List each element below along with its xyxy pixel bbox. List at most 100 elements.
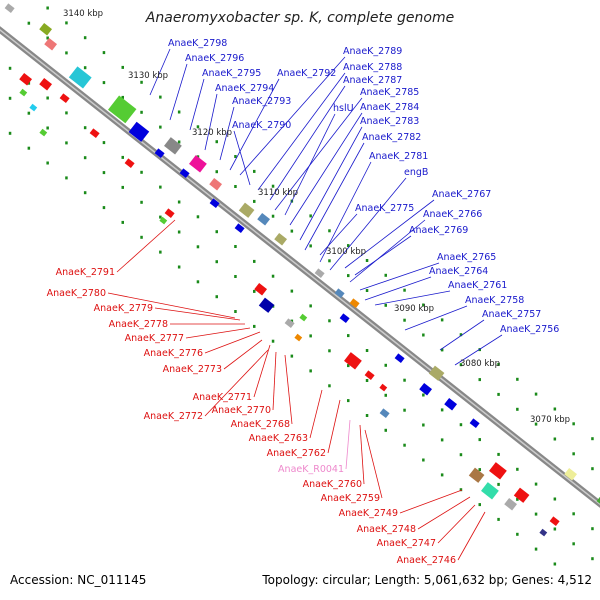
tick-dot — [234, 310, 237, 313]
tick-dot — [365, 289, 369, 292]
tick-dot — [121, 185, 124, 189]
gene-feature — [379, 408, 390, 419]
leader-line — [233, 130, 251, 186]
gene-feature — [274, 232, 288, 246]
gene-feature — [44, 37, 58, 51]
tick-dot — [497, 392, 500, 396]
gene-label-anaek-2762: AnaeK_2762 — [267, 448, 326, 459]
gene-feature — [284, 318, 295, 329]
tick-dot — [403, 443, 406, 447]
gene-feature — [481, 482, 499, 500]
tick-dot — [422, 458, 425, 462]
leader-line — [457, 511, 486, 561]
tick-dot — [403, 318, 406, 322]
scale-tick-label: 3140 kbp — [63, 9, 103, 19]
tick-dot — [553, 562, 557, 566]
tick-dot — [102, 81, 106, 85]
tick-dot — [8, 131, 12, 135]
tick-dot — [102, 51, 106, 55]
leader-line — [417, 496, 471, 530]
tick-dot — [253, 199, 256, 203]
gene-feature — [254, 282, 268, 296]
gene-labels: AnaeK_2798AnaeK_2796AnaeK_2795AnaeK_2794… — [47, 38, 560, 566]
tick-dot — [27, 81, 31, 85]
leader-line — [309, 389, 323, 439]
tick-dot — [234, 185, 237, 188]
tick-dot — [27, 111, 31, 115]
tick-dot — [422, 333, 425, 337]
tick-dot — [102, 141, 106, 145]
tick-dot — [46, 161, 49, 165]
tick-dot — [253, 324, 256, 328]
leader-line — [364, 429, 383, 499]
tick-dot — [83, 156, 87, 160]
tick-dot — [215, 295, 218, 299]
leader-line — [344, 199, 435, 269]
gene-feature — [68, 66, 92, 89]
gene-label-anaek-2794: AnaeK_2794 — [215, 83, 274, 94]
gene-label-anaek-2777: AnaeK_2777 — [125, 333, 184, 344]
leader-line — [439, 319, 485, 351]
tick-dot — [46, 36, 49, 40]
tick-dot — [497, 482, 500, 486]
gene-feature — [39, 77, 53, 91]
tick-dot — [591, 557, 594, 561]
gene-feature — [39, 22, 53, 36]
leader-line — [359, 262, 440, 291]
tick-dot — [46, 96, 49, 100]
leader-line — [229, 78, 280, 171]
gene-feature — [344, 352, 362, 370]
tick-dot — [121, 95, 124, 99]
scale-tick-label: 3070 kbp — [530, 415, 570, 425]
leader-line — [289, 112, 363, 226]
tick-dot — [422, 303, 425, 307]
gene-feature — [124, 158, 135, 169]
leader-line — [329, 177, 407, 271]
gene-feature — [108, 95, 137, 124]
gene-feature — [19, 72, 33, 86]
tick-dot — [309, 244, 312, 248]
tick-dot — [516, 407, 519, 411]
leader-line — [272, 351, 277, 411]
scale-tick-label: 3090 kbp — [394, 304, 434, 314]
tick-dot — [534, 547, 538, 551]
gene-label-anaek-2764: AnaeK_2764 — [429, 266, 488, 277]
tick-dot — [234, 155, 237, 158]
tick-dot — [234, 245, 237, 248]
tick-dot — [309, 214, 312, 218]
tick-dot — [290, 354, 294, 358]
leader-line — [204, 93, 218, 151]
tick-dot — [196, 280, 200, 284]
tick-dot — [478, 378, 481, 382]
tick-dot — [440, 473, 444, 477]
leader-line — [327, 399, 341, 454]
gene-feature — [179, 168, 190, 179]
gene-feature — [379, 383, 388, 392]
gene-feature — [504, 497, 518, 511]
leader-line — [364, 276, 432, 301]
tick-dot — [46, 126, 49, 130]
tick-dot — [271, 184, 275, 188]
gene-label-anaek-2760: AnaeK_2760 — [303, 479, 362, 490]
tick-dot — [102, 171, 106, 175]
tick-dot — [591, 527, 594, 531]
gene-label-anaek-2771: AnaeK_2771 — [193, 392, 252, 403]
tick-dot — [27, 146, 31, 150]
tick-dot — [121, 65, 124, 69]
tick-dot — [196, 245, 200, 249]
leader-line — [204, 349, 269, 417]
gene-feature — [257, 212, 271, 226]
tick-dot — [553, 497, 557, 501]
tick-dot — [102, 206, 106, 210]
gene-label-anaek-2767: AnaeK_2767 — [432, 189, 491, 200]
tick-dot — [177, 200, 181, 204]
scale-tick-label: 3100 kbp — [326, 247, 366, 257]
leader-line — [437, 504, 476, 544]
gene-label-hslu: hslU — [333, 103, 354, 114]
gene-feature — [444, 397, 458, 411]
gene-label-anaek-2780: AnaeK_2780 — [47, 288, 106, 299]
tick-dot — [572, 512, 575, 516]
tick-dot — [516, 497, 519, 501]
